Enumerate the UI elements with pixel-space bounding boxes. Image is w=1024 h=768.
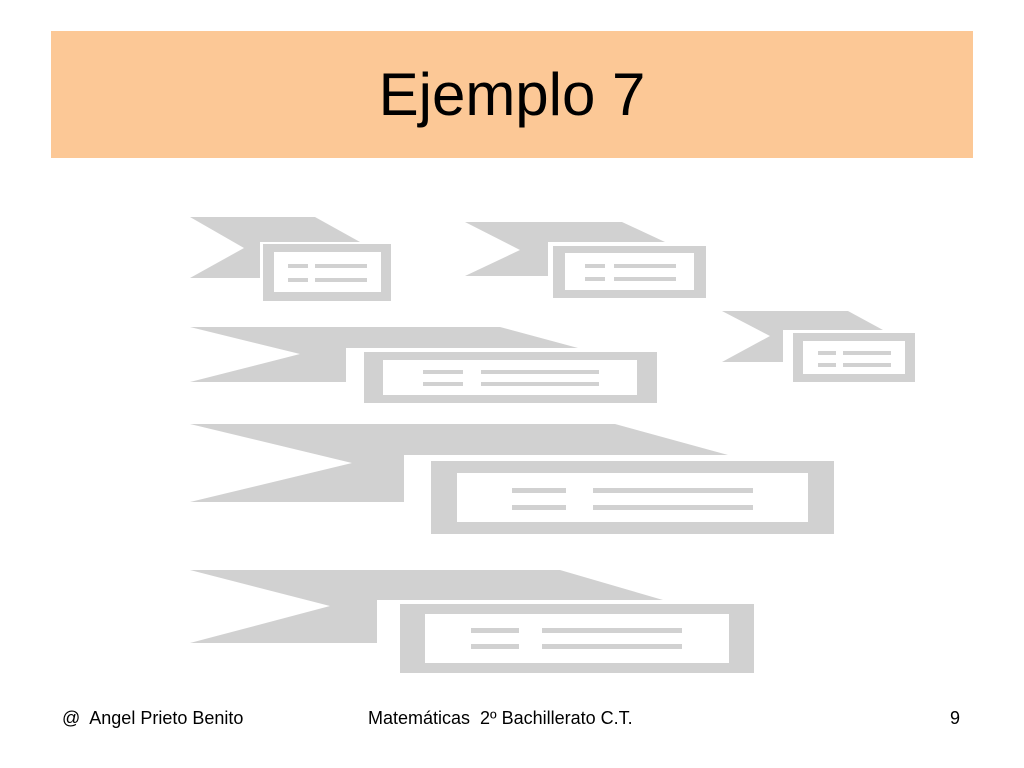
banner-graphic-5: [190, 424, 834, 534]
banner-graphic-1: [190, 217, 391, 301]
title-band: Ejemplo 7: [51, 31, 973, 158]
footer-course: Matemáticas 2º Bachillerato C.T.: [368, 708, 633, 728]
banner-graphic-3: [722, 311, 915, 382]
slide-title: Ejemplo 7: [378, 60, 646, 128]
footer-page-number: 9: [950, 708, 961, 728]
footer-author: @ Angel Prieto Benito: [62, 708, 244, 728]
banner-graphic-2: [465, 222, 706, 298]
banner-graphic-4: [190, 327, 657, 403]
banner-graphic-6: [190, 570, 754, 673]
